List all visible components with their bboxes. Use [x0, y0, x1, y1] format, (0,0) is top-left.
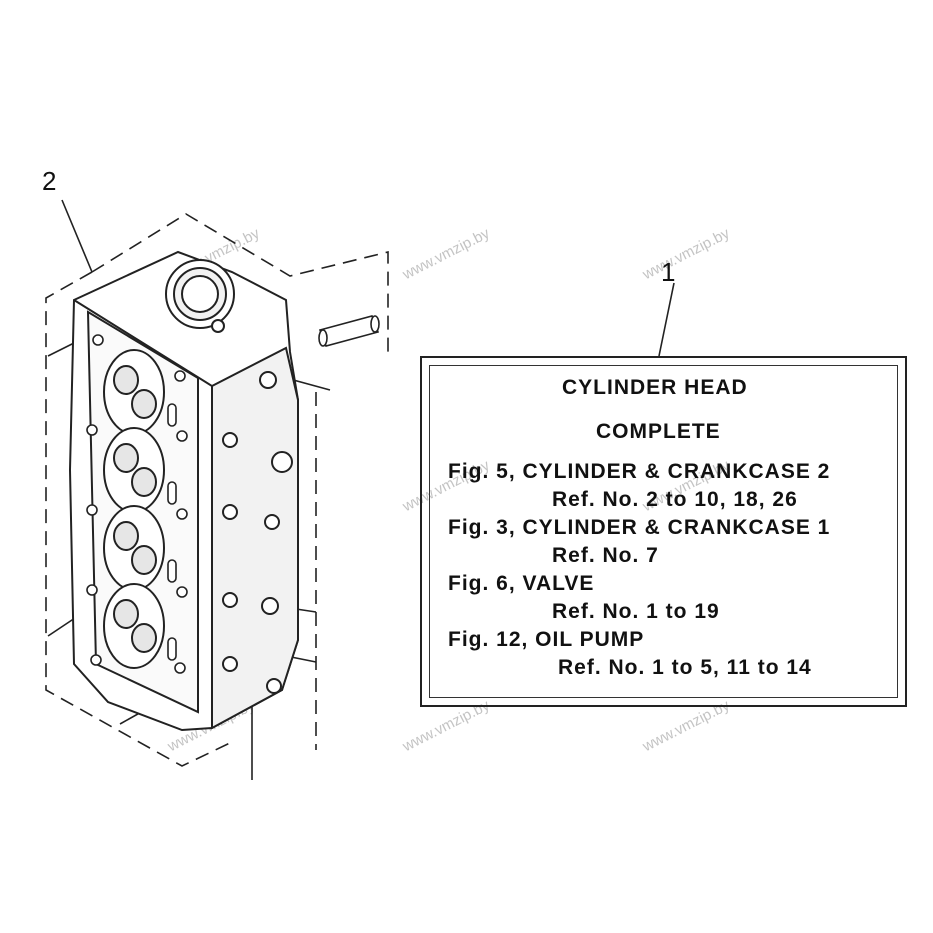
callout-number-2: 2: [42, 166, 57, 196]
reference-line: Fig. 3, CYLINDER & CRANKCASE 1: [448, 516, 831, 539]
head-body: [68, 250, 299, 732]
reference-line: Ref. No. 7: [552, 544, 659, 567]
reference-line: Ref. No. 2 to 10, 18, 26: [552, 488, 798, 511]
reference-line: Fig. 5, CYLINDER & CRANKCASE 2: [448, 460, 831, 483]
assembly-dashed-outline: [45, 213, 389, 767]
reference-box-inner-border: [429, 365, 898, 698]
combustion-chambers: [103, 349, 165, 669]
reference-box: [420, 356, 907, 707]
reference-line: Fig. 6, VALVE: [448, 572, 595, 595]
reference-title-line-1: CYLINDER HEAD: [562, 376, 748, 399]
bolt-holes: [86, 334, 188, 674]
callout-number-1: 1: [661, 257, 676, 287]
reference-title-line-2: COMPLETE: [596, 420, 721, 443]
dowel-pin: [318, 315, 380, 347]
reference-line: Ref. No. 1 to 19: [552, 600, 720, 623]
reference-line: Ref. No. 1 to 5, 11 to 14: [558, 656, 812, 679]
reference-line: Fig. 12, OIL PUMP: [448, 628, 645, 651]
